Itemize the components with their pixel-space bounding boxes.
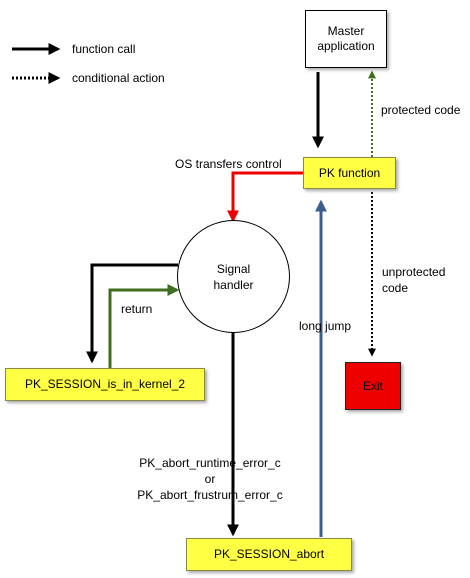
exit-node: Exit [345,362,401,410]
pk-session-is-in-kernel-2-node: PK_SESSION_is_in_kernel_2 [5,368,205,401]
legend-conditional-action-label: conditional action [72,71,165,85]
master-application-label-line1: Master [327,24,365,38]
return-label: return [121,302,153,316]
arrow-handler-to-is-in-kernel [86,263,178,364]
abort-call-label-line2: or [204,472,216,486]
legend-function-call-label: function call [72,42,136,56]
pk-session-abort-label: PK_SESSION_abort [213,547,325,561]
os-transfers-control-label: OS transfers control [175,157,282,171]
protected-code-label: protected code [381,103,461,117]
abort-call-label-line1: PK_abort_runtime_error_c [139,456,281,470]
signal-handler-label-line2: handler [213,277,254,292]
master-application-node: Master application [305,10,387,68]
unprotected-code-label-line1: unprotected [382,265,446,279]
signal-handler-label-line1: Signal [216,261,251,276]
arrow-os-transfers-control [227,171,303,223]
long-jump-label: long jump [299,319,352,333]
arrow-return [108,284,180,368]
unprotected-code-label-line2: code [382,281,409,295]
pk-function-node: PK function [303,157,396,189]
pk-function-label: PK function [318,165,381,180]
pk-session-abort-node: PK_SESSION_abort [186,538,352,571]
master-application-label-line2: application [317,39,375,53]
pk-session-is-in-kernel-2-label: PK_SESSION_is_in_kernel_2 [24,377,186,391]
exit-label: Exit [362,378,383,393]
signal-handler-node: Signal handler [177,220,290,333]
abort-call-label: PK_abort_runtime_error_c or PK_abort_fru… [122,455,298,503]
abort-call-label-line3: PK_abort_frustrum_error_c [137,488,283,502]
